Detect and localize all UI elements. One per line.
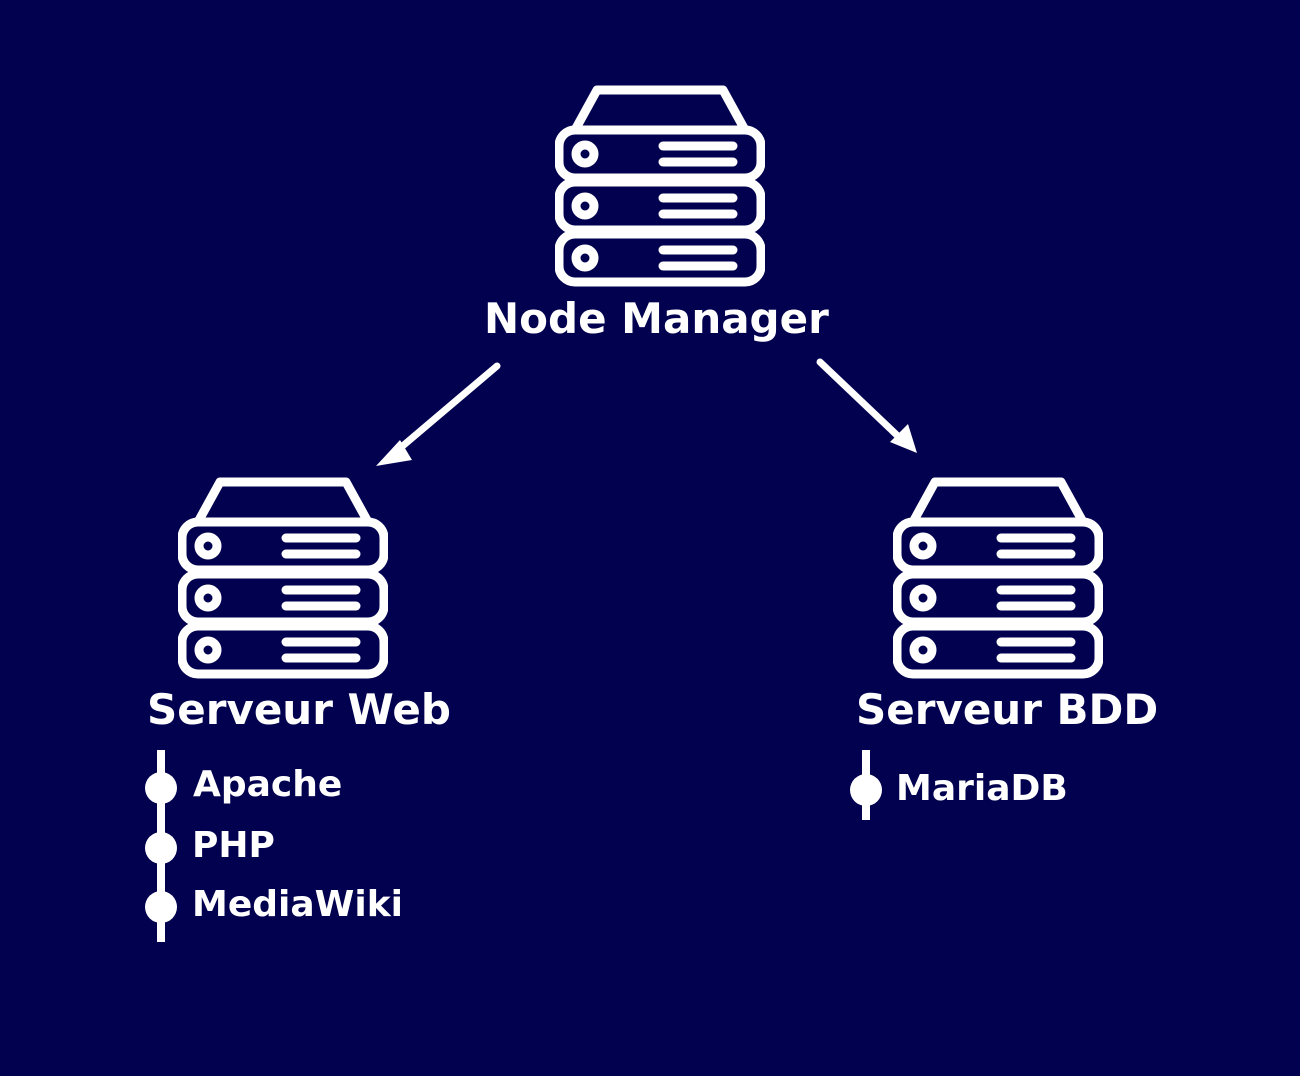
arrow-manager-to-db xyxy=(816,358,906,444)
timeline-dot-mariadb xyxy=(850,774,882,806)
service-item-mariadb: MariaDB xyxy=(896,768,1068,809)
arrow-head-web xyxy=(376,440,412,466)
node-manager-server-icon xyxy=(555,82,765,287)
arrow-manager-to-web xyxy=(388,362,501,459)
db-server-icon xyxy=(893,474,1103,679)
web-server-icon xyxy=(178,474,388,679)
service-item-php: PHP xyxy=(192,825,275,866)
node-manager-label: Node Manager xyxy=(484,294,829,343)
timeline-dot-apache xyxy=(145,772,177,804)
service-item-mediawiki: MediaWiki xyxy=(192,884,403,925)
arrow-head-db xyxy=(890,424,917,453)
service-item-apache: Apache xyxy=(193,764,343,805)
web-server-label: Serveur Web xyxy=(147,685,451,734)
db-server-label: Serveur BDD xyxy=(856,685,1159,734)
timeline-dot-php xyxy=(145,832,177,864)
timeline-dot-mediawiki xyxy=(145,891,177,923)
